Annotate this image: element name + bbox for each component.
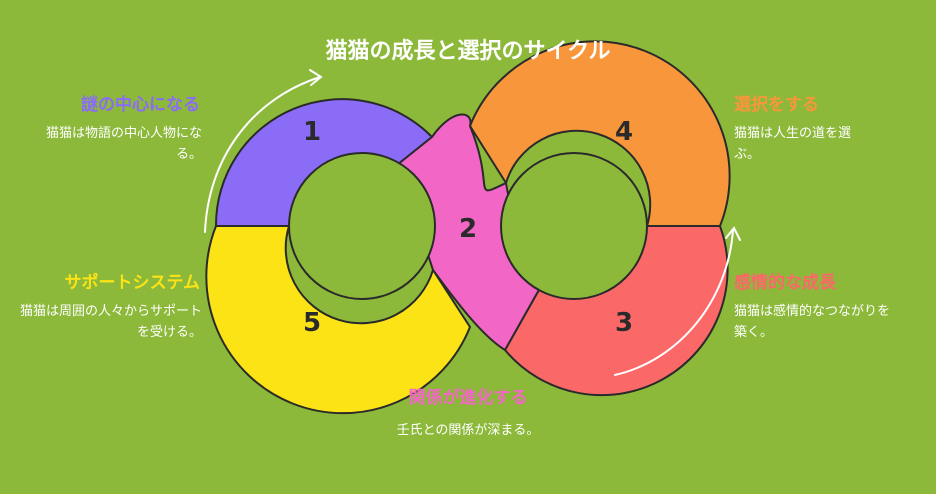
diagram-title: 猫猫の成長と選択のサイクル xyxy=(325,39,611,64)
right-ring-hole xyxy=(500,152,648,300)
left-ring-hole xyxy=(288,152,436,300)
step-4-title: 選択をする xyxy=(734,95,819,115)
step-3-title: 感情的な成長 xyxy=(734,273,836,293)
step-1-desc: 猫猫は物語の中心人物になる。 xyxy=(45,126,202,162)
segment-4 xyxy=(469,40,731,227)
segment-5 xyxy=(205,225,471,415)
step-number-4: 4 xyxy=(615,117,633,147)
step-1-title: 謎の中心になる xyxy=(81,95,200,115)
step-3-desc: 猫猫は感情的なつながりを築く。 xyxy=(734,304,891,340)
step-2-desc: 壬氏との関係が深まる。 xyxy=(396,423,540,438)
step-5-desc: 猫猫は周囲の人々からサポートを受ける。 xyxy=(20,304,203,340)
cycle-arrow-left xyxy=(204,69,323,233)
step-number-1: 1 xyxy=(303,117,321,147)
step-number-5: 5 xyxy=(303,308,321,338)
step-number-2: 2 xyxy=(459,214,477,244)
step-5-title: サポートシステム xyxy=(64,273,201,293)
cycle-arrow-right xyxy=(614,226,741,376)
step-number-3: 3 xyxy=(615,308,633,338)
step-4-desc: 猫猫は人生の道を選ぶ。 xyxy=(734,126,852,162)
step-2-title: 関係が進化する xyxy=(408,388,528,408)
